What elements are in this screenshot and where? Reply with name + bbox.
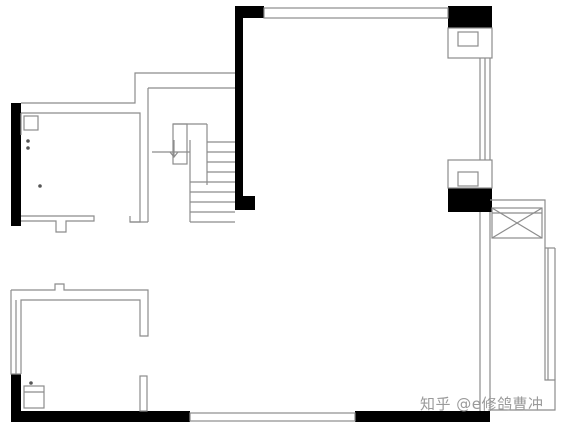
fixtures [26,139,42,385]
kitchen-inner-wall [21,112,141,223]
wall-bottom-left [11,411,190,422]
kitchen-sink [23,115,39,131]
watermark: 知乎 @e修鸽曹冲 [420,395,544,413]
shaft [491,207,543,239]
kitchen-burner-1 [26,139,30,143]
wall-bottom-left-post [11,374,21,422]
column-right-middle-outline [447,159,493,189]
wall-upper-left-vertical [235,6,243,206]
lower-room-fixture [29,381,33,385]
wall-upper-left-cap [235,6,264,18]
column-top-right-inner [457,31,479,47]
column-top-right-outline [447,27,493,59]
kitchen-door-stub [21,215,95,233]
kitchen-burner-3 [38,184,42,188]
column-top-right [448,6,492,28]
kitchen-burner-2 [26,146,30,150]
lower-room-sink [23,385,45,409]
lower-room-top-wall [10,290,21,375]
lower-room-outer [11,283,149,374]
column-right-middle-inner [457,171,479,187]
outline-walls [10,7,556,422]
column-right-middle [448,188,492,212]
stair-post [172,123,188,165]
bay-window [490,199,556,411]
top-window [263,7,449,19]
wall-left-kitchen [11,103,21,226]
bottom-window [189,412,356,422]
stair-arrow-head [169,151,179,158]
kitchen-top-wall [21,72,235,104]
lower-room-door-jamb [139,375,148,412]
wall-upper-left-foot [235,196,255,210]
wall-bottom-right [355,411,490,422]
solid-walls [11,6,492,422]
